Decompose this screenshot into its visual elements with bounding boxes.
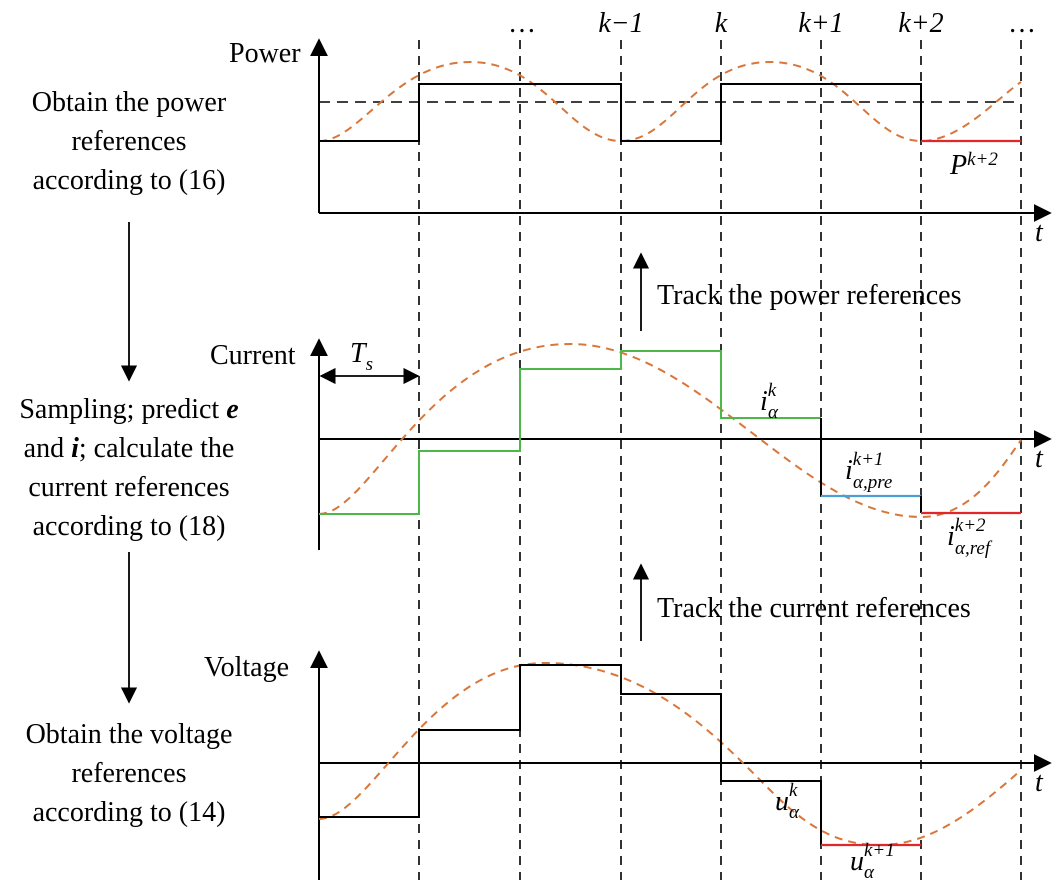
step-3-line: according to (14): [33, 797, 226, 828]
ellipsis-left-label: …: [508, 8, 536, 39]
current-axis-label: Current: [210, 340, 296, 371]
k-plus-2-label: k+2: [898, 8, 943, 39]
voltage-t-label: t: [1035, 767, 1044, 798]
left-process-flow: Obtain the power references according to…: [19, 87, 238, 828]
k-minus-1-label: k−1: [598, 8, 643, 39]
power-panel: Power t Pk+2: [229, 38, 1052, 248]
power-axis-label: Power: [229, 38, 301, 69]
step-2-line: according to (18): [33, 511, 226, 542]
k-label: k: [715, 8, 728, 39]
sample-index-labels: … k−1 k k+1 k+2 …: [508, 8, 1036, 39]
power-t-label: t: [1035, 217, 1044, 248]
step-1-line: references: [71, 126, 186, 157]
step-1-text: Obtain the power references according to…: [32, 87, 227, 196]
track-current-label: Track the current references: [657, 593, 971, 624]
step-1-line: Obtain the power: [32, 87, 227, 118]
step-2-line: and i; calculate the: [24, 433, 235, 464]
k-plus-1-label: k+1: [798, 8, 843, 39]
step-3-text: Obtain the voltage references according …: [26, 719, 233, 828]
power-step-waveform: [319, 83, 922, 142]
track-annotations: Track the power references Track the cur…: [632, 252, 971, 641]
step-1-line: according to (16): [33, 165, 226, 196]
ellipsis-right-label: …: [1008, 8, 1036, 39]
current-t-label: t: [1035, 443, 1044, 474]
step-2-line: current references: [28, 472, 229, 503]
power-ref-label: Pk+2: [949, 149, 998, 181]
step-3-line: Obtain the voltage: [26, 719, 233, 750]
track-power-label: Track the power references: [657, 280, 962, 311]
current-step-waveform: [319, 350, 821, 515]
power-sine-curve: [318, 60, 1022, 143]
ts-label: Ts: [350, 338, 373, 375]
voltage-step-waveform: [319, 664, 822, 845]
voltage-sine-curve: [318, 661, 1022, 847]
voltage-axis-label: Voltage: [204, 652, 289, 683]
step-3-line: references: [71, 758, 186, 789]
current-sine-curve: [318, 342, 1022, 519]
step-2-line: Sampling; predict e: [19, 394, 238, 425]
step-2-text: Sampling; predict e and i; calculate the…: [19, 394, 238, 542]
